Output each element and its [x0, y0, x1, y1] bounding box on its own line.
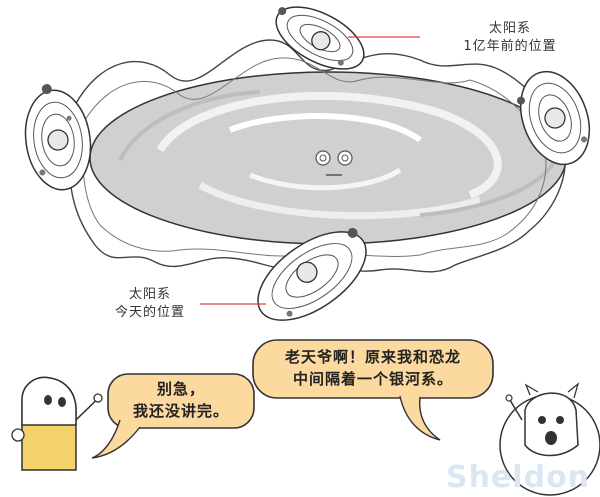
bubble-left-line2: 我还没讲完。 [132, 402, 229, 420]
solar-system-top [275, 6, 365, 70]
solar-system-bottom [257, 227, 367, 321]
bubble-left-line1: 别急， [156, 380, 205, 398]
label-solar-system-past: 太阳系 1亿年前的位置 [440, 20, 580, 56]
speech-bubble-left-text: 别急， 我还没讲完。 [108, 378, 254, 422]
label-solar-system-now: 太阳系 今天的位置 [100, 286, 200, 322]
solar-system-right [516, 70, 591, 166]
speech-bubble-left-shape [91, 373, 255, 459]
solar-system-left [24, 84, 92, 191]
watermark-text: Sheldon [446, 460, 591, 495]
milky-way-galaxy [89, 71, 567, 245]
right-character [499, 382, 600, 496]
label-past-line1: 太阳系 [488, 21, 531, 36]
bubble-right-line2: 中间隔着一个银河系。 [292, 370, 453, 388]
label-past-line2: 1亿年前的位置 [463, 39, 557, 54]
label-now-line1: 太阳系 [128, 287, 171, 302]
speech-bubble-right-text: 老天爷啊！原来我和恐龙 中间隔着一个银河系。 [253, 346, 493, 390]
bubble-right-line1: 老天爷啊！原来我和恐龙 [284, 348, 461, 366]
left-character [11, 376, 103, 471]
solar-system-orbit-wave [69, 39, 566, 273]
label-now-line2: 今天的位置 [114, 305, 185, 320]
speech-bubble-right-shape [252, 339, 494, 441]
